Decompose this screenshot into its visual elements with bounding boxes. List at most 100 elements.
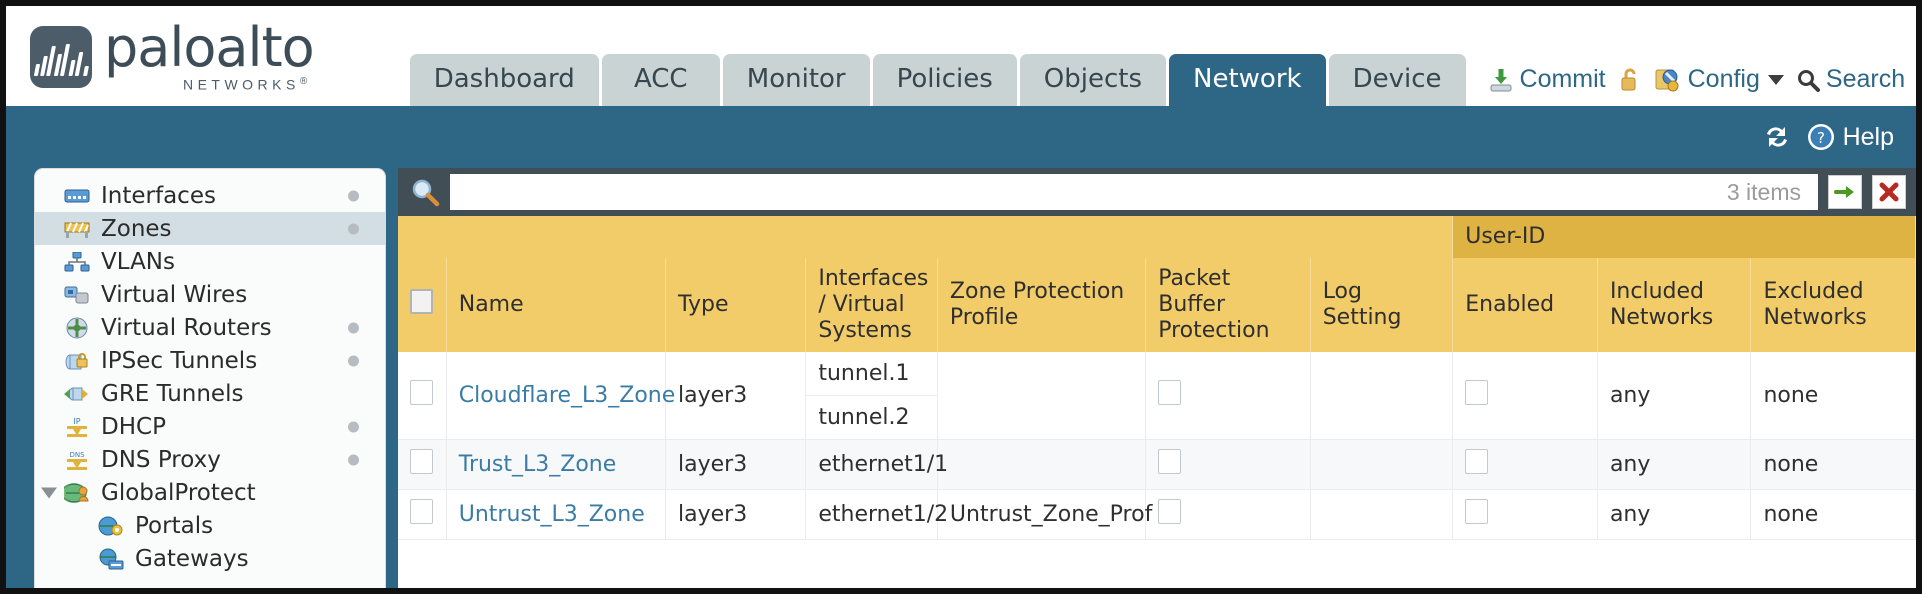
apply-filter-button[interactable] [1828, 175, 1862, 209]
config-label: Config [1687, 65, 1760, 93]
column-header-type[interactable]: Type [665, 257, 807, 352]
tab-acc[interactable]: ACC [601, 54, 720, 106]
globalprotect-icon [63, 482, 91, 504]
sidebar-item-virtual-routers[interactable]: Virtual Routers [35, 311, 385, 344]
userid-enabled-checkbox[interactable] [1465, 448, 1489, 474]
sidebar-item-ipsec-tunnels[interactable]: IPSec Tunnels [35, 344, 385, 377]
tab-device[interactable]: Device [1328, 54, 1466, 106]
userid-enabled-cell [1452, 351, 1598, 440]
sidebar-item-globalprotect[interactable]: GlobalProtect [35, 476, 385, 509]
sidebar-status-dot[interactable] [348, 223, 359, 234]
sidebar-item-vlans[interactable]: VLANs [35, 245, 385, 278]
config-menu[interactable]: Config [1654, 65, 1784, 94]
sidebar-item-dns-proxy[interactable]: DNS DNS Proxy [35, 443, 385, 476]
interface-entry: ethernet1/1 [818, 451, 949, 477]
sidebar-status-dot[interactable] [348, 421, 359, 432]
userid-enabled-checkbox[interactable] [1465, 498, 1489, 524]
excluded-networks-cell: none [1750, 489, 1916, 540]
packet-buffer-protection-checkbox[interactable] [1158, 448, 1182, 474]
zone-name-cell[interactable]: Trust_L3_Zone [446, 439, 667, 490]
lock-button[interactable] [1618, 67, 1642, 93]
excluded-networks-cell: none [1750, 351, 1916, 440]
sidebar-item-label: Virtual Routers [101, 314, 272, 341]
column-header-zone-protection-profile[interactable]: Zone Protection Profile [937, 257, 1147, 352]
sidebar-status-dot[interactable] [348, 322, 359, 333]
row-select-checkbox[interactable] [410, 379, 433, 405]
dns-proxy-icon: DNS [63, 449, 91, 471]
zone-type-cell: layer3 [665, 439, 807, 490]
commit-button[interactable]: Commit [1488, 65, 1606, 94]
search-magnifier-icon[interactable] [410, 177, 440, 207]
sidebar-item-gateways[interactable]: Gateways [35, 542, 385, 575]
select-all-checkbox[interactable] [410, 288, 433, 314]
tab-network[interactable]: Network [1169, 54, 1326, 106]
zone-type-cell: layer3 [665, 489, 807, 540]
zone-name-cell[interactable]: Untrust_L3_Zone [446, 489, 667, 540]
svg-text:IP: IP [73, 417, 80, 426]
refresh-sync-icon[interactable] [1762, 123, 1792, 151]
tab-policies[interactable]: Policies [872, 54, 1017, 106]
zone-name-cell[interactable]: Cloudflare_L3_Zone [446, 351, 675, 440]
row-select-checkbox[interactable] [410, 498, 433, 524]
sidebar-item-label: GlobalProtect [101, 479, 256, 506]
sidebar-status-dot[interactable] [348, 355, 359, 366]
sidebar-item-interfaces[interactable]: Interfaces [35, 179, 385, 212]
help-button[interactable]: ? Help [1806, 122, 1894, 152]
sidebar-item-portals[interactable]: Portals [35, 509, 385, 542]
sidebar-status-dot[interactable] [348, 190, 359, 201]
column-header-packet-buffer-protection[interactable]: Packet Buffer Protection [1145, 257, 1311, 352]
clear-filter-button[interactable] [1872, 175, 1906, 209]
zone-type-cell: layer3 [665, 351, 807, 440]
vlans-icon [63, 251, 91, 273]
tab-dashboard[interactable]: Dashboard [409, 54, 599, 106]
commit-download-icon [1490, 68, 1512, 91]
column-header-included-networks[interactable]: Included Networks [1597, 257, 1752, 352]
row-select-cell [398, 489, 447, 540]
logo-brand-sub: NETWORKS® [182, 76, 312, 93]
column-header-name[interactable]: Name [446, 257, 667, 352]
column-header-interfaces-virtual-systems[interactable]: Interfaces / Virtual Systems [805, 257, 938, 352]
zone-name-link[interactable]: Untrust_L3_Zone [458, 501, 645, 527]
zone-name-link[interactable]: Cloudflare_L3_Zone [458, 382, 676, 408]
column-header-excluded-networks[interactable]: Excluded Networks [1750, 257, 1916, 352]
row-select-cell [398, 439, 447, 490]
sidebar-item-label: Gateways [135, 545, 249, 572]
sidebar-item-virtual-wires[interactable]: Virtual Wires [35, 278, 385, 311]
excluded-networks-cell: none [1750, 439, 1916, 490]
packet-buffer-protection-cell [1145, 351, 1311, 440]
zone-protection-profile-cell: Untrust_Zone_Prof [937, 489, 1152, 540]
svg-text:DNS: DNS [69, 451, 85, 459]
userid-enabled-checkbox[interactable] [1465, 379, 1489, 405]
packet-buffer-protection-cell [1145, 439, 1311, 490]
expander-triangle-icon[interactable] [41, 487, 57, 498]
tab-monitor[interactable]: Monitor [722, 54, 870, 106]
column-header-enabled[interactable]: Enabled [1452, 257, 1598, 352]
zone-protection-profile-cell [937, 351, 1147, 440]
sidebar-item-label: DNS Proxy [101, 446, 221, 473]
row-select-checkbox[interactable] [410, 448, 433, 474]
sidebar-item-gre-tunnels[interactable]: GRE Tunnels [35, 377, 385, 410]
group-header-spacer [398, 216, 1454, 258]
paloalto-logo-mark-icon [30, 25, 92, 88]
packet-buffer-protection-checkbox[interactable] [1158, 379, 1182, 405]
column-header-log-setting[interactable]: Log Setting [1310, 257, 1454, 352]
sidebar-item-zones[interactable]: Zones [35, 212, 385, 245]
zones-icon [63, 218, 91, 240]
sidebar-status-dot[interactable] [348, 454, 359, 465]
packet-buffer-protection-checkbox[interactable] [1158, 498, 1182, 524]
sidebar-item-label: IPSec Tunnels [101, 347, 258, 374]
search-input[interactable] [463, 178, 1727, 206]
search-button[interactable]: Search [1796, 65, 1905, 94]
zone-name-link[interactable]: Trust_L3_Zone [458, 451, 617, 477]
tab-objects[interactable]: Objects [1019, 54, 1167, 106]
log-setting-cell [1310, 351, 1454, 440]
